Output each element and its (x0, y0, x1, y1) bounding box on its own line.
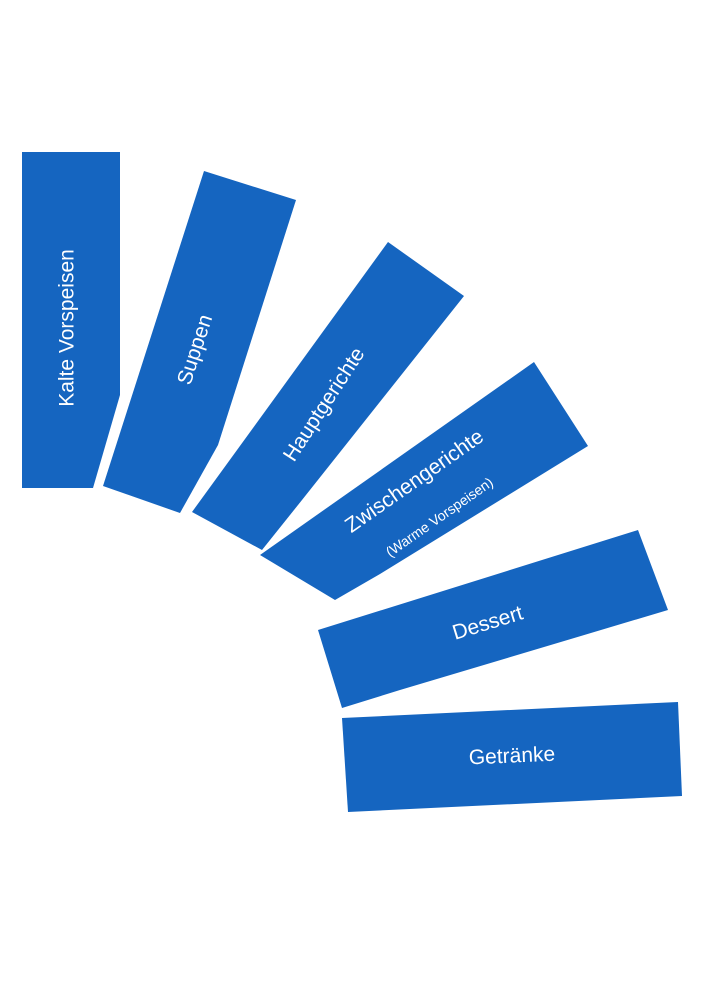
course-card-kalte-vorspeisen: Kalte Vorspeisen (22, 152, 120, 488)
course-card-suppen: Suppen (103, 171, 296, 513)
course-card-dessert: Dessert (318, 530, 668, 708)
card-label: Kalte Vorspeisen (56, 249, 79, 407)
course-card-getraenke: Getränke (342, 702, 682, 812)
card-shape (103, 171, 296, 513)
card-shape (260, 362, 588, 600)
card-shape (192, 242, 464, 550)
card-shape (22, 152, 120, 488)
card-shape (318, 530, 668, 708)
card-shape (342, 702, 682, 812)
card-label: Getränke (468, 743, 555, 770)
